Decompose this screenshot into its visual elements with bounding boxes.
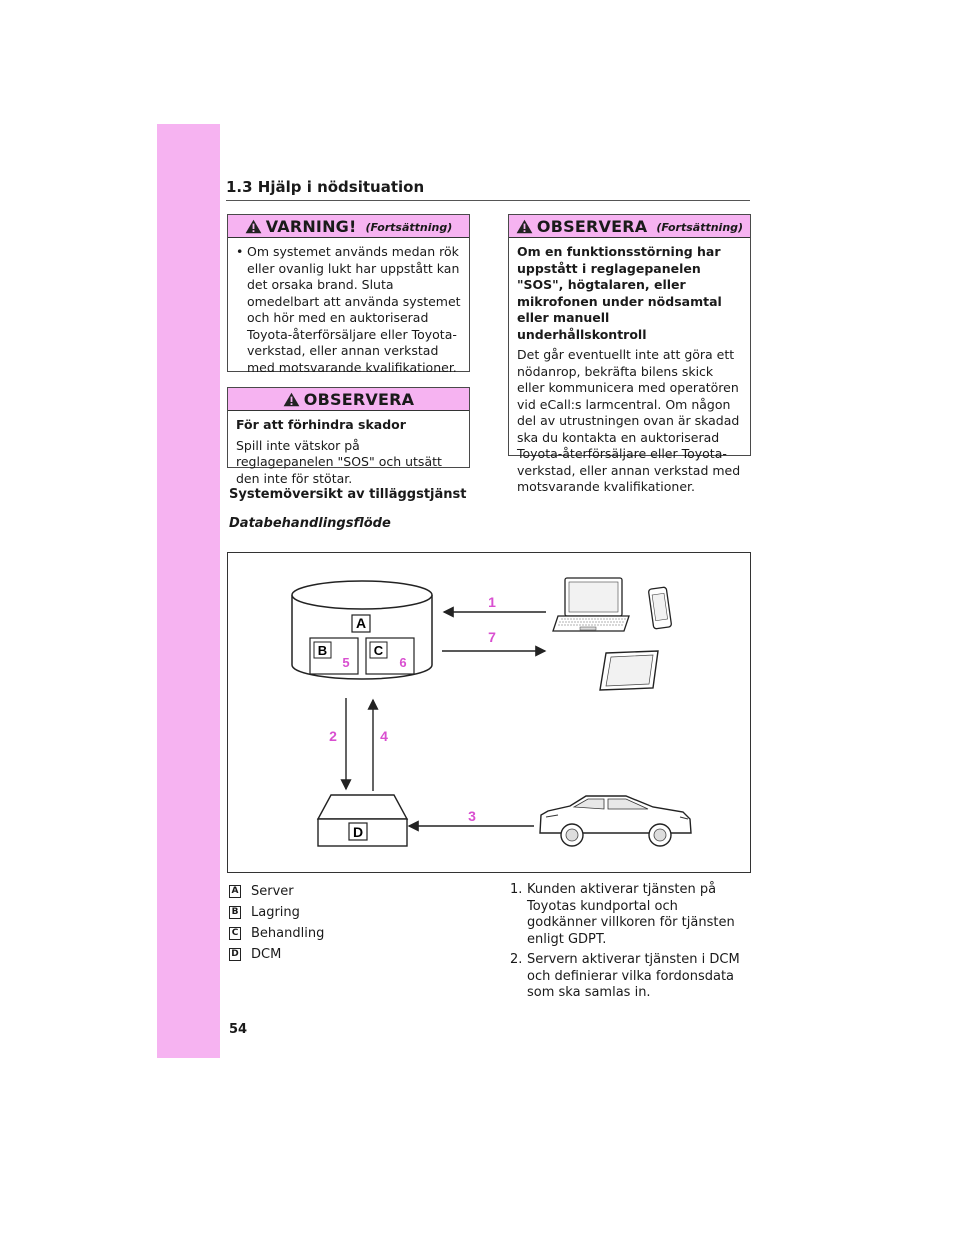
notice-box-right-header: OBSERVERA (Fortsättning) xyxy=(509,215,750,238)
notice-title: OBSERVERA xyxy=(303,389,415,409)
section-header: 1.3 Hjälp i nödsituation xyxy=(226,178,750,201)
notice-box-left-body: För att förhindra skador Spill inte väts… xyxy=(228,411,469,493)
label-c-box xyxy=(369,641,388,659)
warning-title: VARNING! xyxy=(265,216,357,236)
warning-triangle-icon xyxy=(283,392,300,406)
notice-box-left-header: OBSERVERA xyxy=(228,388,469,411)
legend-key: B xyxy=(229,906,241,919)
label-b: B xyxy=(318,643,327,658)
laptop-icon xyxy=(552,577,630,632)
legend-key: D xyxy=(229,948,241,961)
steps-list: 1. Kunden aktiverar tjänsten på Toyotas … xyxy=(510,882,748,1006)
step-item: 2. Servern aktiverar tjänsten i DCM och … xyxy=(510,952,748,1002)
step-number: 1. xyxy=(510,882,523,897)
page-number: 54 xyxy=(229,1022,248,1037)
notice-box-right-body: Om en funktionsstörning har uppstått i r… xyxy=(509,238,750,502)
legend-label: Lagring xyxy=(251,905,300,920)
number-4: 4 xyxy=(380,728,388,744)
diagram-legend: A Server B Lagring C Behandling D DCM xyxy=(229,881,324,965)
legend-item: B Lagring xyxy=(229,902,324,923)
label-a: A xyxy=(356,615,366,631)
warning-bullet-text: Om systemet används medan rök eller ovan… xyxy=(247,244,461,375)
label-d-box xyxy=(348,822,368,841)
number-7: 7 xyxy=(488,629,496,645)
number-2: 2 xyxy=(329,728,337,744)
label-d: D xyxy=(353,824,363,840)
diagram-svg: A B 5 C 6 1 7 2 4 D 3 xyxy=(291,577,692,847)
warning-triangle-icon xyxy=(245,219,262,233)
legend-label: DCM xyxy=(251,947,282,962)
warning-box-body: • Om systemet används medan rök eller ov… xyxy=(228,238,469,382)
legend-item: C Behandling xyxy=(229,923,324,944)
warning-bullet: • Om systemet används medan rök eller ov… xyxy=(236,244,461,376)
notice-continued: (Fortsättning) xyxy=(656,221,744,234)
number-1: 1 xyxy=(488,594,496,610)
notice-text: Det går eventuellt inte att göra ett nöd… xyxy=(517,347,741,494)
legend-key: A xyxy=(229,885,241,898)
legend-label: Server xyxy=(251,884,294,899)
legend-label: Behandling xyxy=(251,926,325,941)
label-b-box xyxy=(313,641,332,659)
warning-triangle-icon xyxy=(516,219,533,233)
bullet-dot: • xyxy=(236,244,244,259)
number-5: 5 xyxy=(342,655,349,670)
notice-subtitle: För att förhindra skador xyxy=(236,417,406,432)
tablet-icon xyxy=(599,650,659,691)
notice-title: OBSERVERA xyxy=(536,216,648,236)
data-flow-diagram: A B 5 C 6 1 7 2 4 D 3 xyxy=(227,552,751,873)
label-a-box xyxy=(351,614,371,633)
notice-box-right: OBSERVERA (Fortsättning) Om en funktions… xyxy=(508,214,751,494)
label-c: C xyxy=(374,643,384,658)
chapter-side-tab xyxy=(157,124,220,1058)
legend-key: C xyxy=(229,927,241,940)
legend-item: D DCM xyxy=(229,944,324,965)
legend-item: A Server xyxy=(229,881,324,902)
step-text: Servern aktiverar tjänsten i DCM och def… xyxy=(527,952,740,1000)
step-text: Kunden aktiverar tjänsten på Toyotas kun… xyxy=(527,882,735,947)
subsection-title: Databehandlingsflöde xyxy=(229,516,391,531)
notice-subtitle: Om en funktionsstörning har uppstått i r… xyxy=(517,244,722,342)
warning-continued: (Fortsättning) xyxy=(365,221,453,234)
step-number: 2. xyxy=(510,952,523,967)
smartphone-icon xyxy=(648,586,672,630)
section-title: Systemöversikt av tilläggstjänst xyxy=(229,487,467,502)
warning-box: VARNING! (Fortsättning) • Om systemet an… xyxy=(227,214,470,375)
number-6: 6 xyxy=(399,655,406,670)
car-icon xyxy=(539,795,692,847)
dcm-unit xyxy=(316,794,409,847)
notice-text: Spill inte vätskor på reglagepanelen "SO… xyxy=(236,437,442,486)
number-3: 3 xyxy=(468,808,476,824)
warning-box-header: VARNING! (Fortsättning) xyxy=(228,215,469,238)
notice-box-left: OBSERVERA För att förhindra skador Spill… xyxy=(227,387,470,486)
step-item: 1. Kunden aktiverar tjänsten på Toyotas … xyxy=(510,882,748,948)
